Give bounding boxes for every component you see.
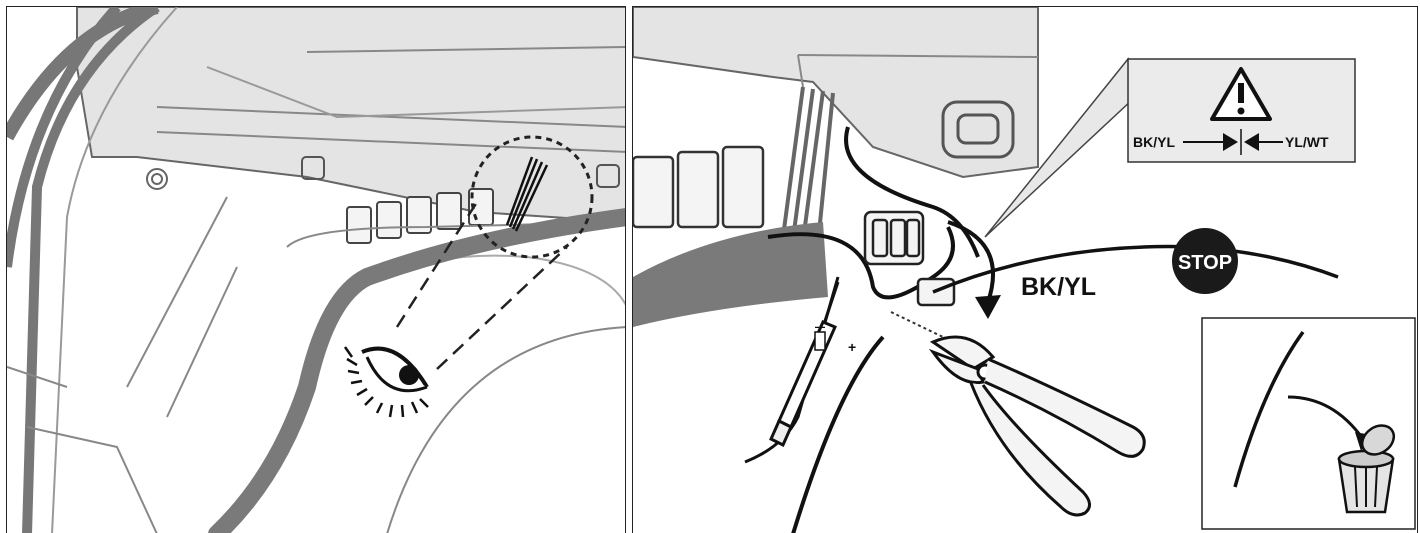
- connector-row: [346, 188, 494, 244]
- upper-trim-panel: [633, 7, 1039, 179]
- arrow-left-icon: [1244, 133, 1259, 151]
- bk-yl-wire: [767, 226, 955, 300]
- magnifier-circle: [470, 135, 594, 259]
- wire-color-label: BK/YL: [1021, 273, 1096, 301]
- panel-locate-wires: [6, 6, 626, 533]
- warning-callout: BK/YL YL/WT: [1127, 58, 1356, 163]
- trunk-interior-illustration: [7, 7, 625, 533]
- wiring-harness: [208, 208, 625, 533]
- arrow-right-icon: [1223, 133, 1238, 151]
- connector-row: [633, 145, 765, 229]
- tester-plus-mark: +: [848, 339, 856, 355]
- cut-wire-illustration: STOP BK/YL – +: [633, 7, 1416, 533]
- wire-bundle: [505, 156, 549, 232]
- wiring-harness: [633, 222, 828, 327]
- wire-connector: [863, 210, 956, 307]
- dispose-arrow: [1287, 395, 1365, 440]
- callout-wire-left: BK/YL: [1133, 134, 1175, 150]
- mounting-hole: [146, 168, 168, 190]
- warning-triangle-icon: [1210, 67, 1272, 121]
- cut-wire-piece: [1233, 330, 1305, 488]
- sight-line: [395, 201, 479, 328]
- tester-minus-mark: –: [815, 316, 825, 336]
- stop-sign-icon: STOP: [1172, 228, 1238, 294]
- trash-bin-icon: [1337, 424, 1396, 514]
- body-pillar: [7, 7, 159, 141]
- stop-sign-label: STOP: [1178, 252, 1232, 274]
- retaining-clip: [941, 100, 1015, 159]
- eye-icon: [343, 346, 429, 418]
- panel-test-and-cut: STOP BK/YL – +: [632, 6, 1418, 533]
- circuit-tester-icon: – +: [744, 276, 856, 464]
- callout-wire-right: YL/WT: [1285, 134, 1329, 150]
- side-cutter-icon: [928, 335, 1146, 517]
- cut-line: [890, 311, 944, 338]
- retaining-clip: [301, 156, 325, 180]
- direction-arrow: [947, 220, 995, 303]
